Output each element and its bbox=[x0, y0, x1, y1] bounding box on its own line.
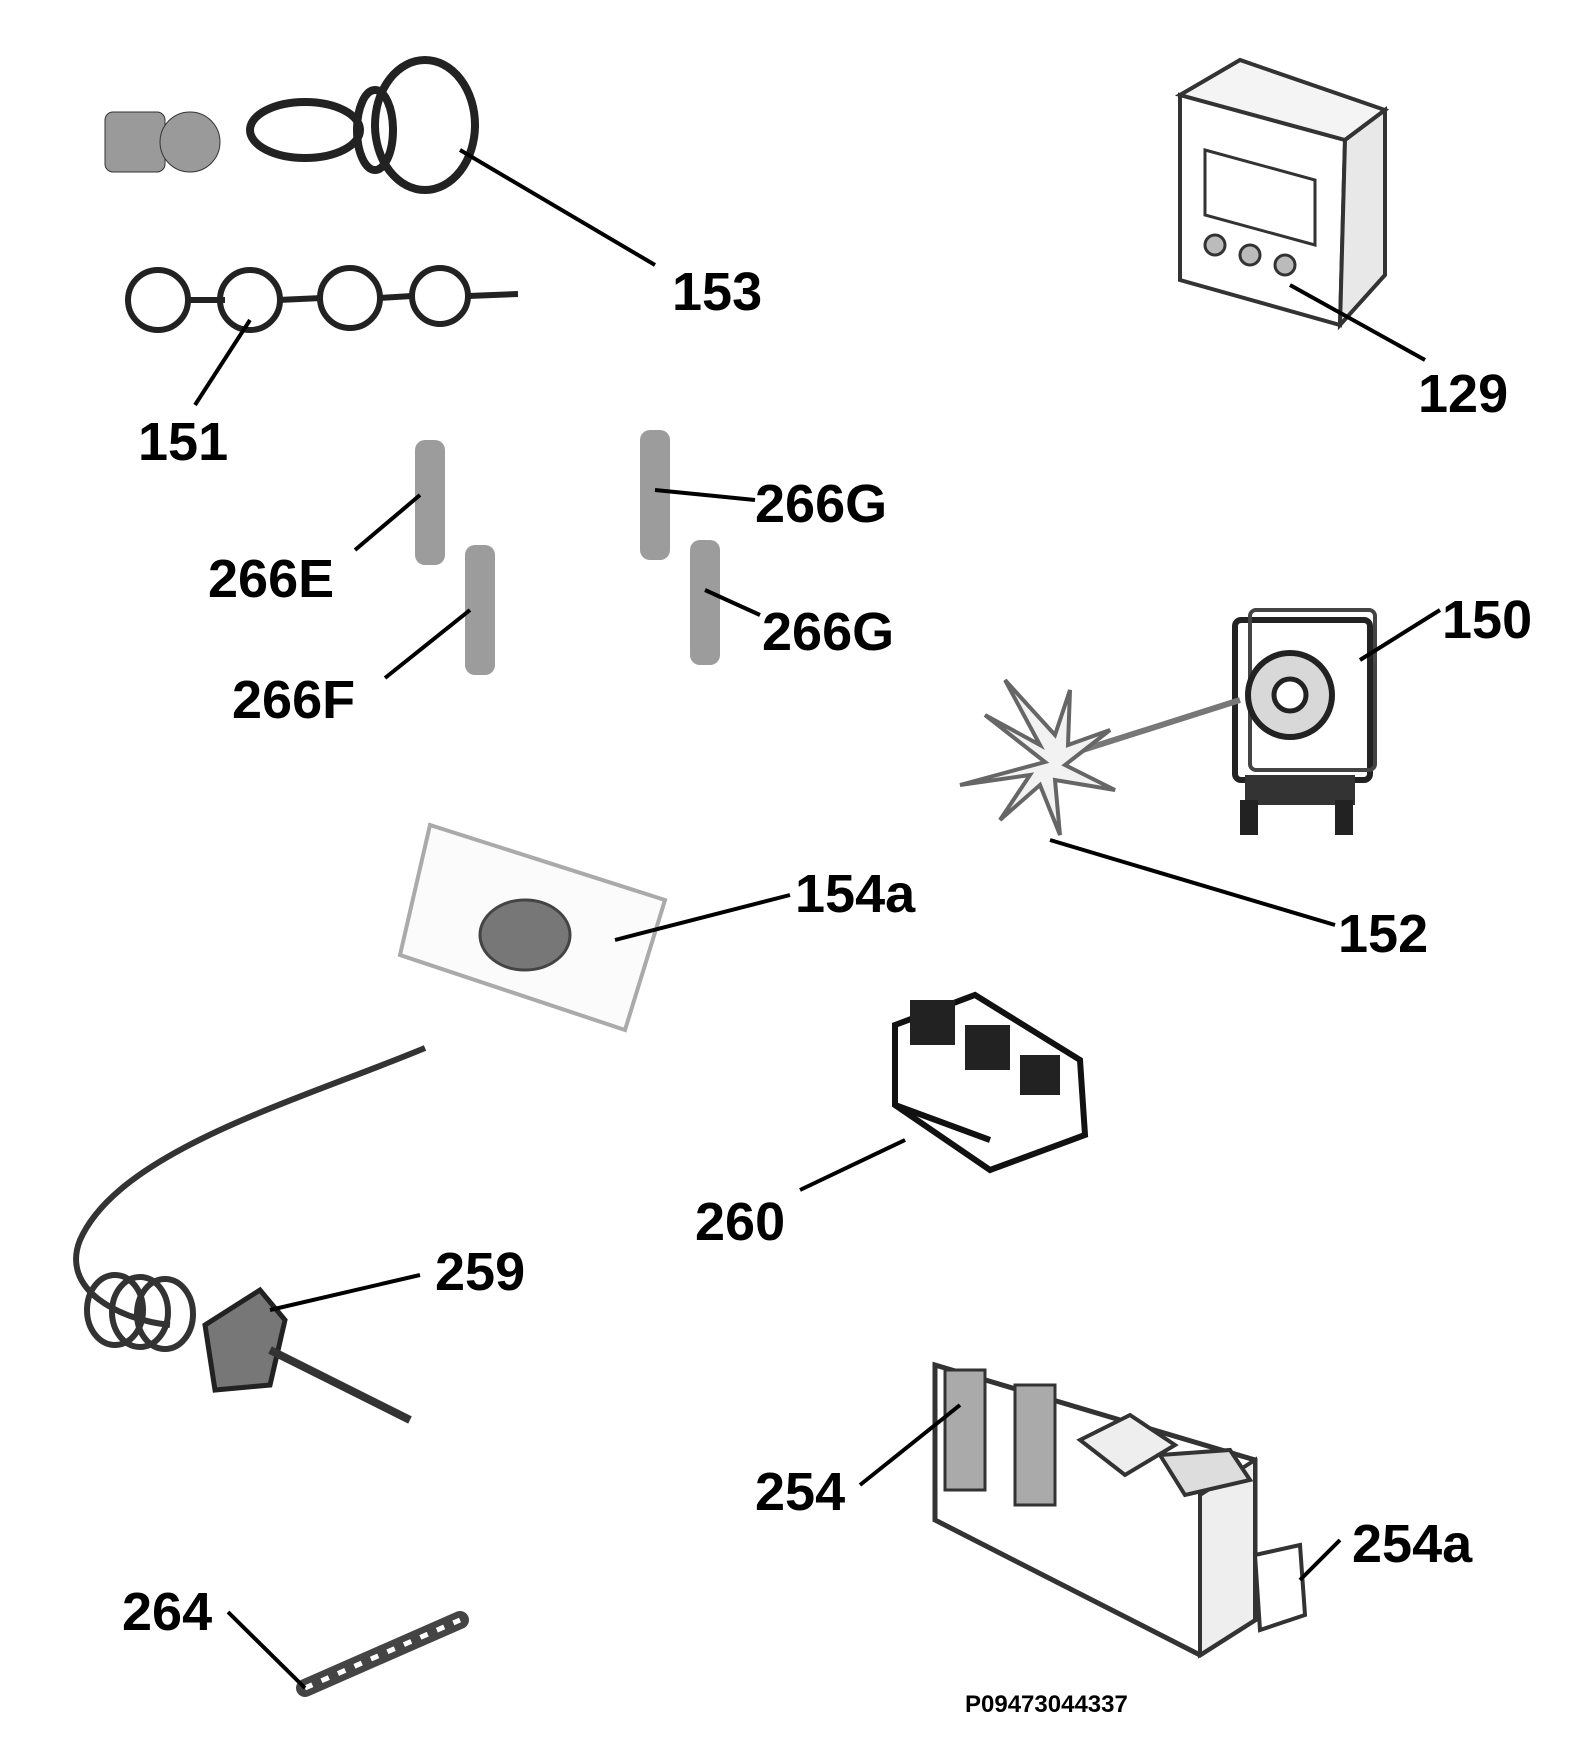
label-260: 260 bbox=[695, 1192, 785, 1252]
part-264-connector bbox=[296, 1611, 469, 1697]
label-153: 153 bbox=[672, 262, 762, 322]
part-153-lamp-assembly bbox=[104, 56, 479, 194]
part-260-terminal-block bbox=[892, 991, 1089, 1174]
label-154a: 154a bbox=[795, 864, 916, 924]
label-254: 254 bbox=[755, 1462, 845, 1522]
label-150: 150 bbox=[1442, 590, 1532, 650]
leader-lines bbox=[193, 148, 1442, 1690]
label-266g-upper: 266G bbox=[755, 474, 887, 534]
label-266e: 266E bbox=[208, 549, 334, 609]
part-151-ring-chain bbox=[125, 265, 519, 333]
label-129: 129 bbox=[1418, 364, 1508, 424]
label-266f: 266F bbox=[232, 670, 355, 730]
part-150-fan-motor bbox=[1232, 608, 1377, 835]
label-152: 152 bbox=[1338, 904, 1428, 964]
label-151: 151 bbox=[138, 412, 228, 472]
part-129-control-module bbox=[1174, 57, 1390, 331]
part-154a-fan-cover bbox=[397, 822, 668, 1033]
part-152-fan-blade bbox=[959, 678, 1241, 836]
label-254a: 254a bbox=[1352, 1514, 1473, 1574]
part-259-thermostat-capillary bbox=[73, 1045, 427, 1424]
label-259: 259 bbox=[435, 1242, 525, 1302]
label-264: 264 bbox=[122, 1582, 212, 1642]
label-266g-lower: 266G bbox=[762, 602, 894, 662]
part-266-segments bbox=[415, 430, 720, 675]
part-254-switch-block bbox=[932, 1361, 1308, 1659]
drawing-code: P09473044337 bbox=[965, 1691, 1128, 1718]
